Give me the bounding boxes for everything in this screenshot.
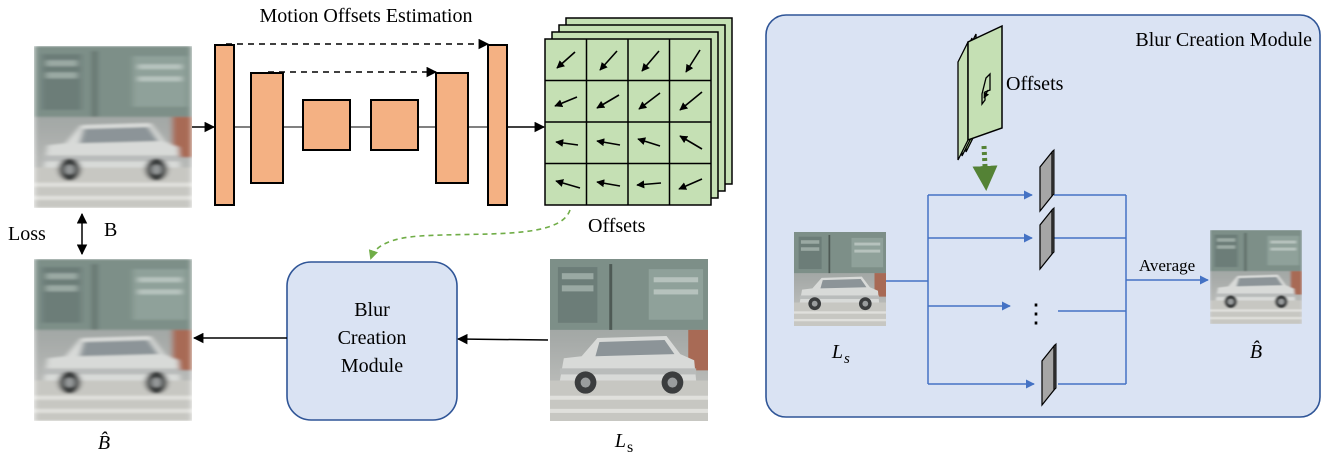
sampling-slabs bbox=[1039, 148, 1057, 407]
ls-sub-left: s bbox=[627, 439, 633, 456]
ellipsis: ⋮ bbox=[1023, 299, 1049, 328]
blur-creation-module-box: Blur Creation Module bbox=[286, 261, 458, 421]
module-line-2: Creation bbox=[338, 327, 407, 349]
blue-branch-lines bbox=[886, 190, 1209, 389]
encoder-block-1 bbox=[214, 44, 235, 206]
sharp-input-image-ls bbox=[550, 259, 708, 421]
loss-label: Loss bbox=[8, 223, 46, 245]
offsets-stack-icon bbox=[957, 24, 1003, 161]
module-line-3: Module bbox=[341, 355, 403, 377]
unet-blocks bbox=[214, 44, 508, 206]
panel-ls-label: L bbox=[831, 341, 843, 363]
panel-ls-image bbox=[794, 232, 886, 326]
bhat-label-left: B̂ bbox=[98, 431, 110, 454]
offsets-to-module-arrow bbox=[368, 209, 571, 260]
ls-label-left: L bbox=[614, 430, 626, 452]
blur-creation-module-panel bbox=[765, 14, 1321, 418]
average-label: Average bbox=[1139, 256, 1195, 275]
panel-bhat-label: B̂ bbox=[1250, 340, 1262, 363]
decoder-block-3 bbox=[487, 44, 508, 206]
encoder-block-2 bbox=[250, 72, 284, 184]
blurry-input-image-b bbox=[34, 46, 192, 208]
reblurred-output-image-bhat bbox=[34, 259, 192, 421]
decoder-block-1 bbox=[370, 99, 419, 151]
decoder-block-2 bbox=[435, 72, 469, 184]
panel-title: Blur Creation Module bbox=[1135, 29, 1312, 51]
offsets-label-panel: Offsets bbox=[1006, 73, 1064, 95]
offsets-label: Offsets bbox=[588, 215, 646, 237]
offsets-grid-stack bbox=[544, 17, 733, 206]
panel-bhat-image bbox=[1210, 230, 1302, 324]
ls-to-module-arrow bbox=[456, 333, 549, 345]
module-line-1: Blur bbox=[354, 299, 390, 321]
offsets-down-arrow bbox=[972, 145, 998, 191]
panel-ls-sub: s bbox=[844, 351, 850, 367]
b-label: B bbox=[104, 219, 117, 241]
encoder-block-3 bbox=[302, 99, 351, 151]
motion-offsets-estimation-title: Motion Offsets Estimation bbox=[260, 5, 473, 27]
